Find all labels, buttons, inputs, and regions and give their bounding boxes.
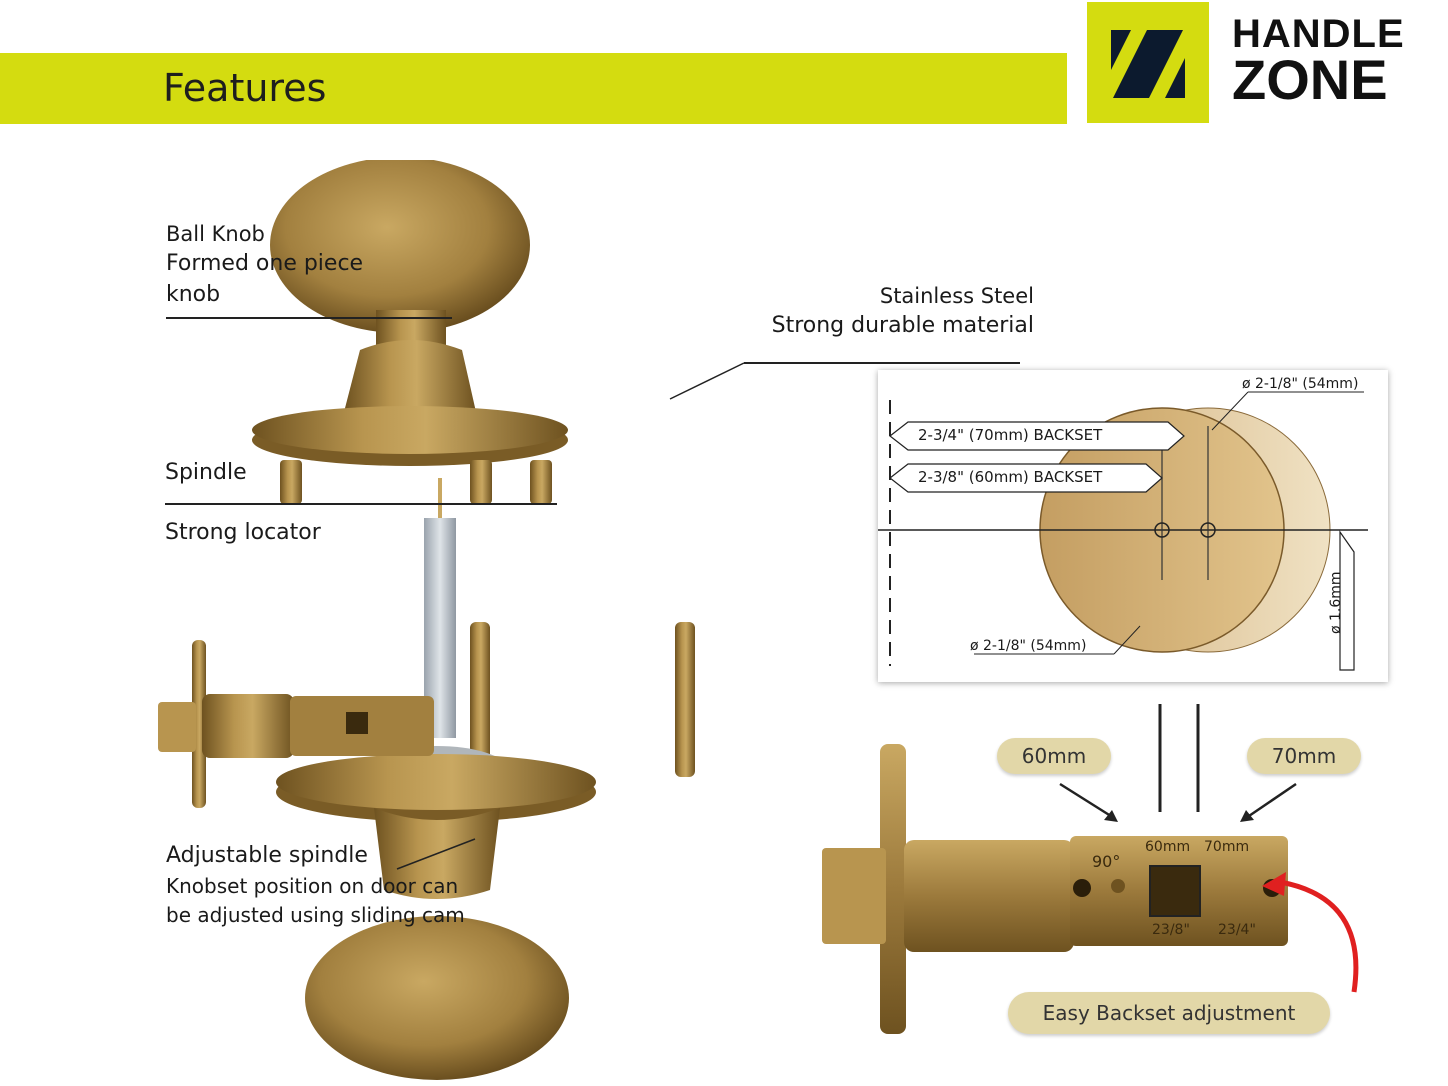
stainless-title: Stainless Steel <box>879 284 1034 308</box>
stainless-leader <box>669 362 1020 400</box>
spindle-desc: Strong locator <box>165 520 321 545</box>
knobset-illustration <box>158 160 695 1080</box>
stainless-callout: Stainless Steel Strong durable material <box>740 282 1034 342</box>
pill-arrows <box>1059 782 1297 822</box>
spindle-rule <box>165 503 557 505</box>
guide-lines <box>1158 704 1200 812</box>
top-ball-knob <box>252 160 568 504</box>
spindle-title: Spindle <box>165 460 247 485</box>
logo-line1: HANDLE <box>1232 12 1405 56</box>
backset-diagram: ø 2-1/8" (54mm) 2-3/4" (70mm) BACKSET 2-… <box>878 370 1388 682</box>
pill-easy-backset: Easy Backset adjustment <box>1008 992 1330 1034</box>
diameter-top-label: ø 2-1/8" (54mm) <box>1242 376 1359 392</box>
header-bar <box>0 53 1067 124</box>
pill-70mm: 70mm <box>1247 738 1361 774</box>
latch-marking-238: 23/8" <box>1152 922 1190 938</box>
pill-60mm: 60mm <box>997 738 1111 774</box>
latch-marking-234: 23/4" <box>1218 922 1256 938</box>
ball-knob-line1: Formed one piece <box>166 251 364 277</box>
ball-knob-title: Ball Knob <box>166 222 265 246</box>
ball-knob-line2: knob <box>166 282 221 308</box>
latch-marking-70: 70mm <box>1204 839 1250 855</box>
backset-70-label: 2-3/4" (70mm) BACKSET <box>918 426 1103 444</box>
page-title: Features <box>163 66 327 110</box>
adjustable-leader <box>396 838 476 870</box>
backset-60-label: 2-3/8" (60mm) BACKSET <box>918 468 1103 486</box>
latch-side-view <box>158 640 434 808</box>
red-curved-arrow-icon <box>1262 872 1359 993</box>
ball-knob-rule <box>166 317 452 319</box>
latch-closeup: 90° 60mm 70mm 23/8" 23/4" <box>820 740 1300 1060</box>
logo-line2: ZONE <box>1232 48 1388 111</box>
backset-drawing <box>878 391 1368 671</box>
logo-wordmark: HANDLE ZONE <box>1232 14 1405 108</box>
ball-knob-callout: Ball Knob Formed one piece knob <box>166 220 363 311</box>
thickness-label: ø 1.6mm <box>1328 571 1344 634</box>
adjustable-title: Adjustable spindle <box>166 843 368 868</box>
stainless-desc: Strong durable material <box>771 313 1034 339</box>
adjustable-line1: Knobset position on door can <box>166 873 459 898</box>
latch-marking-angle: 90° <box>1092 852 1121 871</box>
latch-drawing <box>822 744 1288 1034</box>
logo-mark <box>1087 2 1209 123</box>
logo-z-icon <box>1111 30 1185 98</box>
adjustable-callout: Adjustable spindle Knobset position on d… <box>166 840 465 930</box>
adjustable-line2: be adjusted using sliding cam <box>166 902 465 927</box>
latch-marking-60: 60mm <box>1145 839 1191 855</box>
diameter-bottom-label: ø 2-1/8" (54mm) <box>970 638 1087 654</box>
